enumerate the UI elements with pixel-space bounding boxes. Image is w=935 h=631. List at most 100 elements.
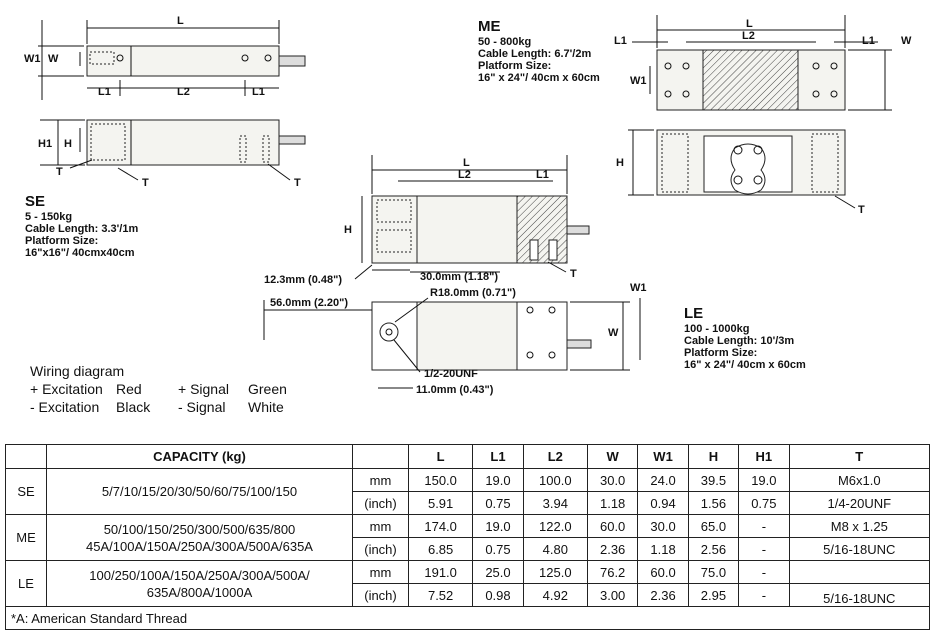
- value-cell: 0.98: [472, 583, 524, 607]
- me-top-view: L L2 L1 L1 W W1: [614, 15, 912, 111]
- value-cell: 60.0: [586, 514, 639, 538]
- value-cell: 150.0: [407, 468, 474, 492]
- value-cell: 39.5: [687, 468, 740, 492]
- le-platform-label: Platform Size:: [684, 347, 758, 359]
- header-model: [5, 444, 47, 469]
- model-cell: LE: [5, 560, 47, 607]
- se-dim-h1: H1: [38, 138, 52, 150]
- thread-cell: 5/16-18UNC: [788, 537, 931, 561]
- wiring-row: + Excitation Red + Signal Green: [30, 380, 308, 398]
- header-t: T: [788, 444, 931, 469]
- le-dim-thread: 1/2-20UNF: [424, 368, 478, 380]
- value-cell: 6.85: [407, 537, 474, 561]
- le-side-view: L L2 L1 H 12.3mm (0.48") 30.0mm (1.18") …: [264, 155, 590, 286]
- header-unit: [352, 444, 409, 469]
- value-cell: 2.36: [637, 583, 689, 607]
- me-dim-l1-left: L1: [614, 35, 627, 47]
- value-cell: 60.0: [637, 560, 689, 584]
- me-info: ME 50 - 800kg Cable Length: 6.7'/2m Plat…: [478, 18, 600, 84]
- model-cell: ME: [5, 514, 47, 561]
- value-cell: 76.2: [586, 560, 639, 584]
- me-dim-w: W: [901, 35, 912, 47]
- header-h: H: [687, 444, 740, 469]
- value-cell: 4.92: [522, 583, 588, 607]
- value-cell: 30.0: [586, 468, 639, 492]
- value-cell: -: [738, 560, 790, 584]
- value-cell: 0.75: [738, 491, 790, 515]
- se-info: SE 5 - 150kg Cable Length: 3.3'/1m Platf…: [25, 194, 138, 259]
- thread-cell: [788, 560, 931, 584]
- me-capacity: 50 - 800kg: [478, 36, 532, 48]
- se-platform-label: Platform Size:: [25, 235, 99, 247]
- se-platform: 16"x16"/ 40cmx40cm: [25, 247, 135, 259]
- me-platform: 16" x 24"/ 40cm x 60cm: [478, 72, 600, 84]
- me-platform-label: Platform Size:: [478, 60, 552, 72]
- value-cell: 19.0: [472, 468, 524, 492]
- wiring-label: + Signal: [178, 381, 229, 397]
- se-dim-h: H: [64, 138, 72, 150]
- header-l2: L2: [522, 444, 588, 469]
- le-platform: 16" x 24"/ 40cm x 60cm: [684, 359, 806, 371]
- header-w1: W1: [637, 444, 689, 469]
- capacity-cell: 5/7/10/15/20/30/50/60/75/100/150: [46, 468, 353, 515]
- value-cell: 2.95: [687, 583, 740, 607]
- value-cell: 3.00: [586, 583, 639, 607]
- value-cell: 1.56: [687, 491, 740, 515]
- le-dim-w: W: [608, 327, 619, 339]
- wiring-color: Black: [116, 399, 151, 415]
- header-h1: H1: [738, 444, 790, 469]
- wiring-title: Wiring diagram: [30, 363, 125, 379]
- le-dim-30mm: 30.0mm (1.18"): [420, 271, 498, 283]
- se-dim-t-left: T: [56, 166, 63, 178]
- capacity-line: 100/250/100A/150A/250A/300A/500A/: [89, 567, 310, 583]
- wiring-color: White: [248, 399, 284, 415]
- table-header-row: CAPACITY (kg) L L1 L2 W W1 H H1 T: [5, 444, 931, 469]
- wiring-label: + Excitation: [30, 381, 103, 397]
- wiring-label: - Signal: [178, 399, 226, 415]
- value-cell: 2.56: [687, 537, 740, 561]
- le-dim-h: H: [344, 224, 352, 236]
- le-title: LE: [684, 305, 704, 322]
- wiring-diagram: Wiring diagram + Excitation Red + Signal…: [30, 362, 308, 416]
- wiring-label: - Excitation: [30, 399, 100, 415]
- value-cell: 24.0: [637, 468, 689, 492]
- value-cell: 30.0: [637, 514, 689, 538]
- capacity-line: 50/100/150/250/300/500/635/800: [103, 521, 296, 537]
- thread-cell: 1/4-20UNF: [788, 491, 931, 515]
- se-dim-t-right: T: [294, 177, 301, 189]
- capacity-cell: 100/250/100A/150A/250A/300A/500A/635A/80…: [46, 560, 353, 607]
- me-title: ME: [478, 18, 501, 35]
- value-cell: 2.36: [586, 537, 639, 561]
- capacity-line: 45A/100A/150A/250A/300A/500A/635A: [86, 538, 313, 554]
- se-dim-w: W: [48, 53, 59, 65]
- value-cell: 0.94: [637, 491, 689, 515]
- se-side-view: H1 H T T T: [38, 119, 306, 189]
- me-cable: Cable Length: 6.7'/2m: [478, 48, 592, 60]
- value-cell: -: [738, 514, 790, 538]
- me-dim-t: T: [858, 204, 865, 216]
- unit-cell: mm: [352, 468, 409, 492]
- technical-drawings: L W1 W L1 L2 L1 H1 H T T T: [24, 15, 912, 396]
- header-capacity: CAPACITY (kg): [46, 444, 353, 469]
- unit-cell: (inch): [352, 583, 409, 607]
- value-cell: 5.91: [407, 491, 474, 515]
- unit-cell: mm: [352, 514, 409, 538]
- se-dim-t-mid: T: [142, 177, 149, 189]
- unit-cell: (inch): [352, 537, 409, 561]
- le-dim-w1: W1: [630, 282, 647, 294]
- value-cell: 3.94: [522, 491, 588, 515]
- se-dim-l1-right: L1: [252, 86, 265, 98]
- unit-cell: mm: [352, 560, 409, 584]
- value-cell: 7.52: [407, 583, 474, 607]
- se-dim-l: L: [177, 15, 184, 27]
- table-note: *A: American Standard Thread: [5, 606, 930, 630]
- capacity-line: 5/7/10/15/20/30/50/60/75/100/150: [101, 484, 298, 499]
